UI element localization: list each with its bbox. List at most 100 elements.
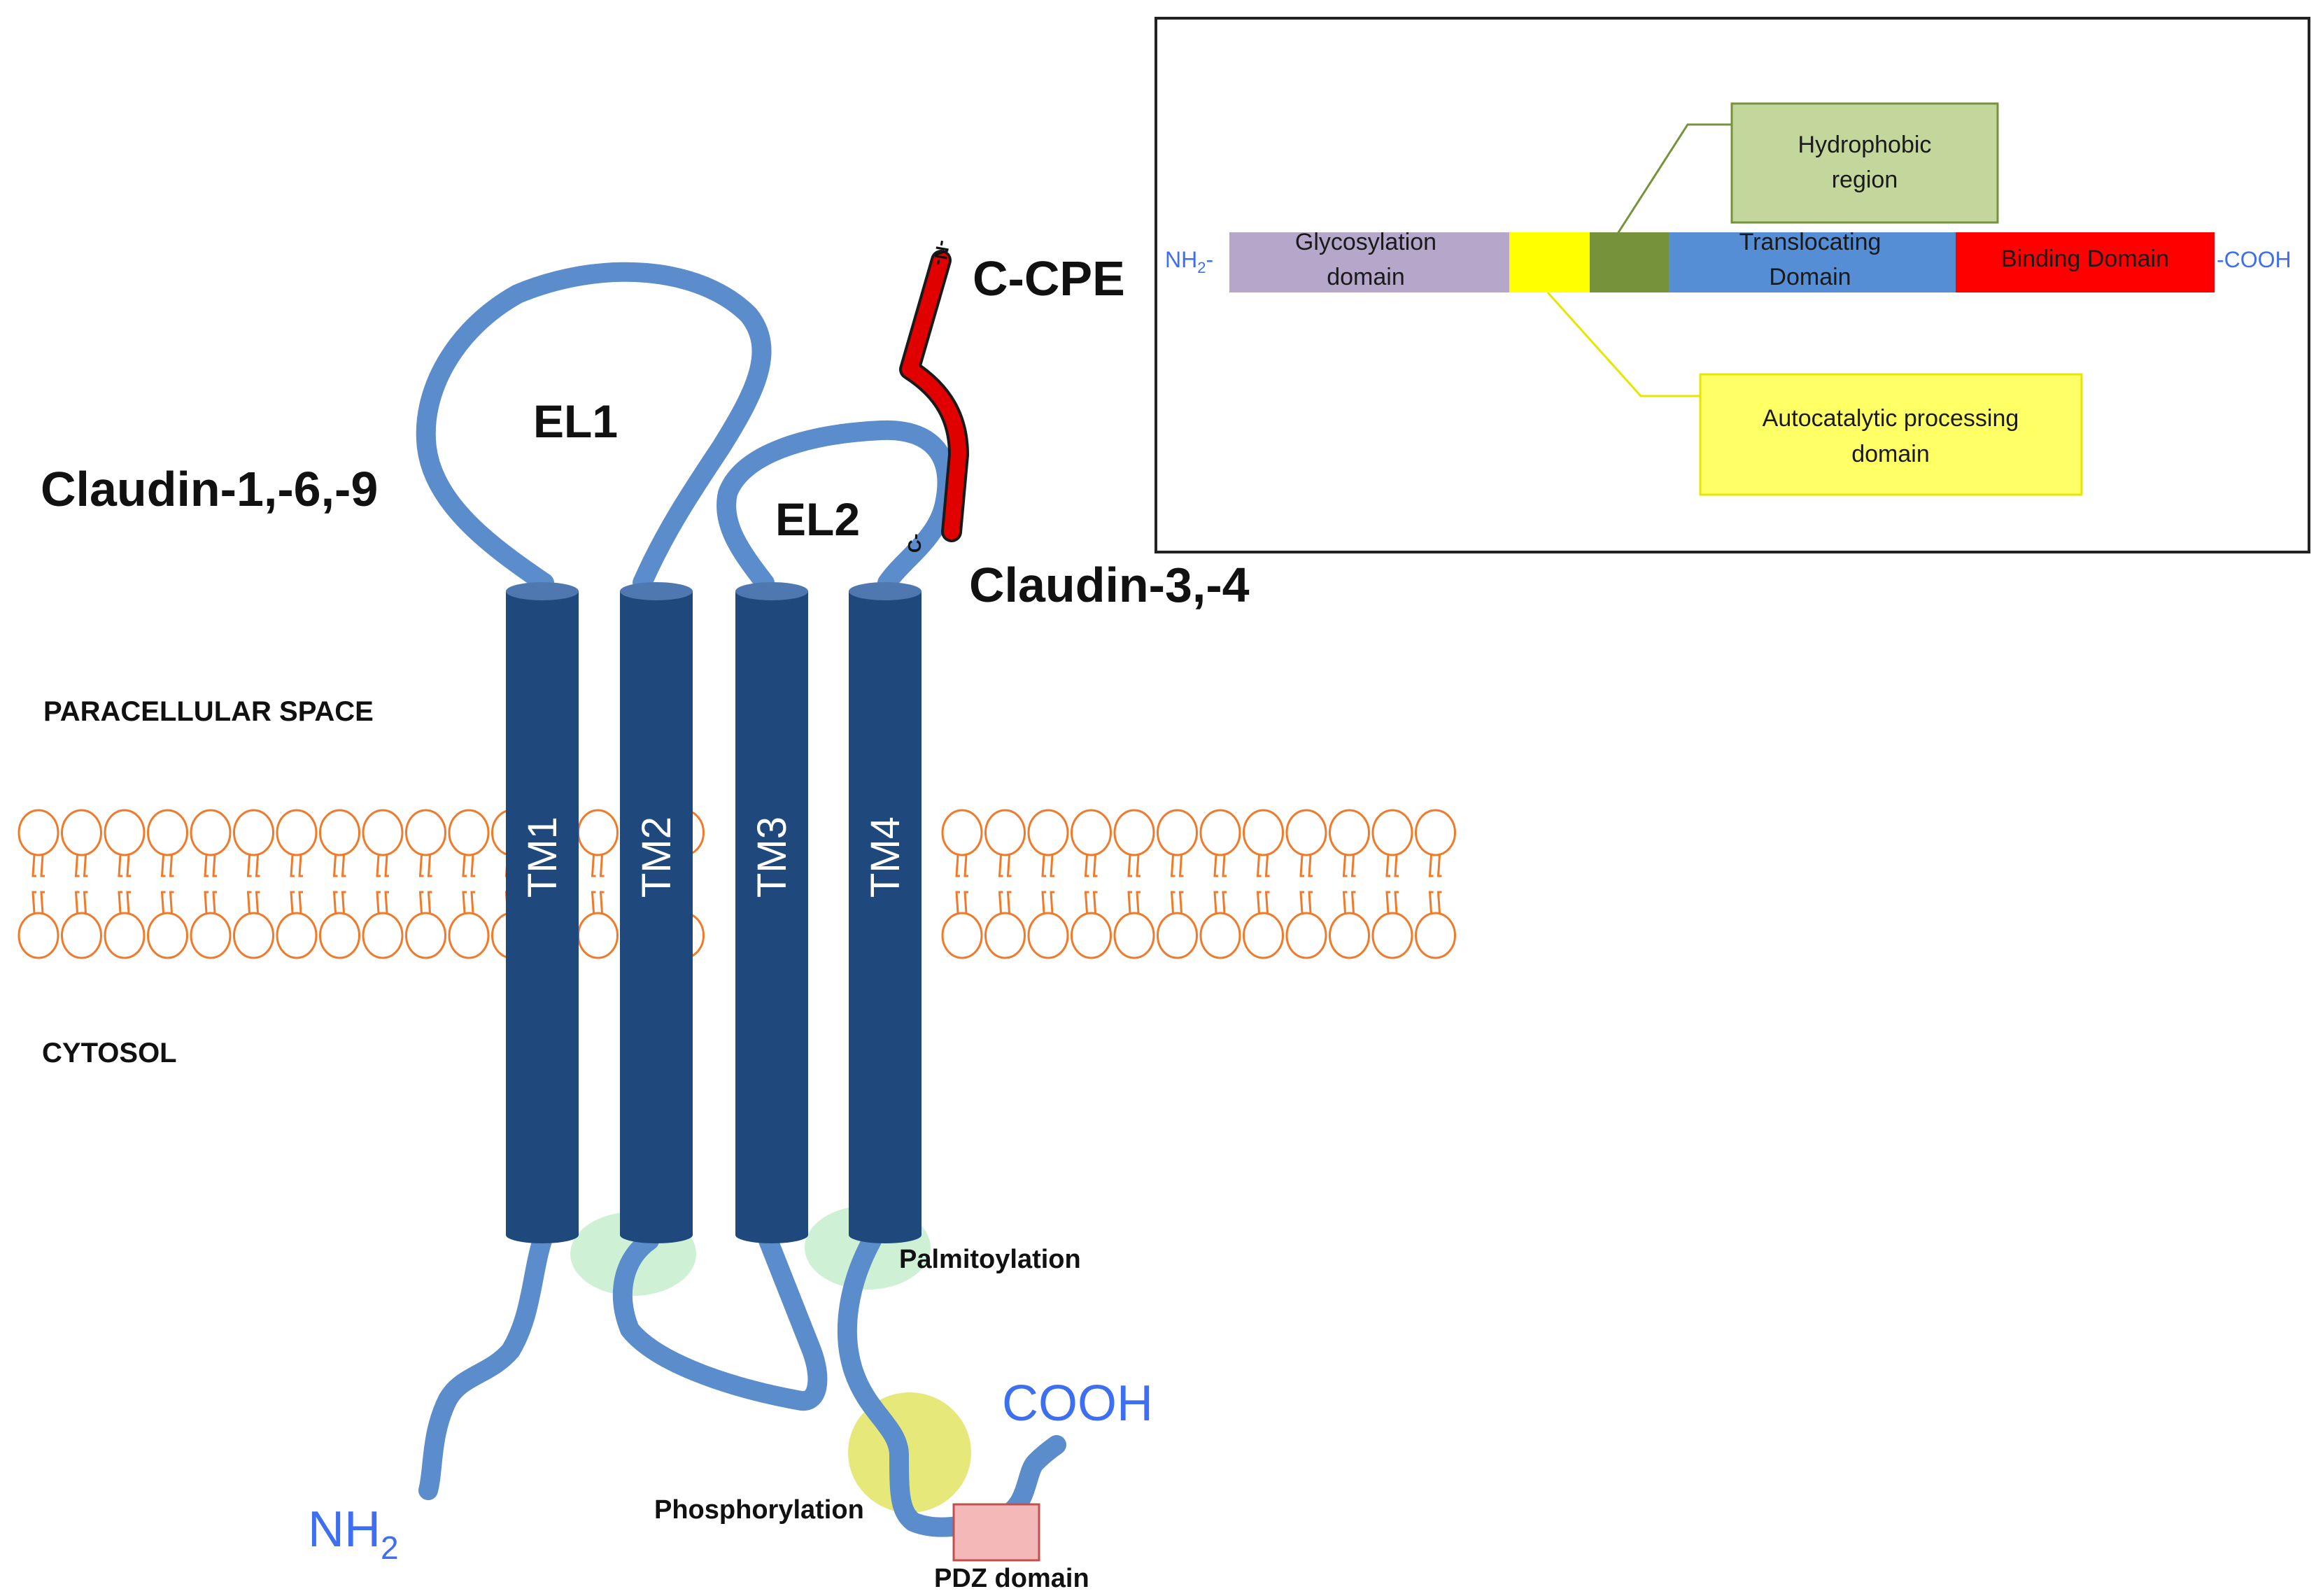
lipid-lower	[104, 891, 146, 959]
inset-nh2-label: NH2-	[1165, 247, 1213, 276]
paracellular-space-label: PARACELLULAR SPACE	[43, 696, 374, 727]
lipid-upper	[1415, 809, 1456, 877]
glycosylation-domain-segment	[1229, 232, 1509, 292]
lipid-upper	[1243, 809, 1284, 877]
cooh-label: COOH	[1002, 1376, 1153, 1432]
c-cpe-n-terminus: -N-	[929, 239, 954, 267]
lipid-lower	[1371, 891, 1413, 959]
lipid-lower	[405, 891, 446, 959]
tm-helix-1: TM1	[506, 582, 579, 1243]
hydrophobic-region-segment	[1590, 232, 1669, 292]
pdz-domain-box	[952, 1503, 1040, 1562]
autocatalytic-leader-line	[1546, 291, 1700, 397]
lipid-lower	[276, 891, 318, 959]
claudin-1-6-9-label: Claudin-1,-6,-9	[41, 462, 378, 516]
hydrophobic-region-callout	[1730, 102, 1999, 224]
tm-label-3: TM3	[749, 817, 795, 898]
lipid-upper	[17, 809, 59, 877]
lipid-upper	[190, 809, 232, 877]
lipid-lower	[1285, 891, 1327, 959]
lipid-lower	[1415, 891, 1456, 959]
transmembrane-helices: TM1 TM2 TM3 TM4	[506, 582, 922, 1243]
lipid-lower	[61, 891, 102, 959]
lipid-lower	[448, 891, 490, 959]
lipid-upper	[276, 809, 318, 877]
lipid-lower	[941, 891, 983, 959]
translocating-domain-segment	[1669, 232, 1956, 292]
c-cpe-domain-inset: Hydrophobic region Autocatalytic process…	[1155, 17, 2310, 553]
lipid-upper	[104, 809, 146, 877]
lipid-lower	[1329, 891, 1370, 959]
autocatalytic-callout-line2: domain	[1851, 441, 1930, 467]
inset-cooh-label: -COOH	[2217, 247, 2292, 272]
lipid-upper	[984, 809, 1026, 877]
translocating-label-line1: Translocating	[1739, 229, 1881, 255]
lipid-upper	[448, 809, 490, 877]
hydrophobic-callout-line1: Hydrophobic	[1798, 132, 1932, 158]
c-cpe-c-terminus: C-	[904, 534, 925, 553]
lipid-lower	[1199, 891, 1241, 959]
claudin-3-4-label: Claudin-3,-4	[969, 558, 1250, 612]
lipid-upper	[1027, 809, 1069, 877]
lipid-upper	[61, 809, 102, 877]
lipid-upper	[319, 809, 360, 877]
lipid-lower	[147, 891, 188, 959]
c-cpe-label: C-CPE	[973, 251, 1125, 306]
tm-helix-4: TM4	[849, 582, 922, 1243]
lipid-lower	[362, 891, 404, 959]
lipid-lower	[1113, 891, 1155, 959]
binding-domain-segment	[1956, 232, 2215, 292]
lipid-upper	[1157, 809, 1198, 877]
pdz-domain-label: PDZ domain	[934, 1564, 1089, 1593]
hydrophobic-leader-line	[1614, 123, 1732, 239]
lipid-upper	[233, 809, 274, 877]
tm-label-2: TM2	[634, 817, 679, 898]
tm-label-1: TM1	[520, 817, 565, 898]
autocatalytic-callout-line1: Autocatalytic processing	[1763, 405, 2019, 432]
lipid-upper	[1371, 809, 1413, 877]
el2-label: EL2	[775, 493, 860, 545]
lipid-lower	[233, 891, 274, 959]
el1-label: EL1	[533, 395, 618, 447]
lipid-lower	[1071, 891, 1112, 959]
lipid-upper	[1199, 809, 1241, 877]
lipid-upper	[405, 809, 446, 877]
lipid-lower	[319, 891, 360, 959]
translocating-label-line2: Domain	[1769, 264, 1851, 290]
autocatalytic-domain-segment	[1509, 232, 1590, 292]
lipid-lower	[1027, 891, 1069, 959]
lipid-upper	[1285, 809, 1327, 877]
tm-helix-3: TM3	[735, 582, 808, 1243]
binding-domain-label: Binding Domain	[2001, 246, 2169, 272]
lipid-lower	[1157, 891, 1198, 959]
cytosol-label: CYTOSOL	[42, 1038, 177, 1068]
n-terminus-tail	[418, 1231, 552, 1500]
lipid-upper	[1329, 809, 1370, 877]
autocatalytic-callout	[1699, 373, 2083, 496]
glycosylation-label-line2: domain	[1327, 264, 1405, 290]
lipid-upper	[362, 809, 404, 877]
el1-loop	[416, 262, 772, 593]
c-cpe-fragment-fill	[902, 253, 966, 539]
lipid-upper	[941, 809, 983, 877]
palmitoylation-label: Palmitoylation	[899, 1245, 1081, 1274]
glycosylation-label-line1: Glycosylation	[1295, 229, 1436, 255]
el2-loop	[716, 420, 957, 593]
lipid-lower	[17, 891, 59, 959]
lipid-upper	[577, 809, 619, 877]
lipid-upper	[1113, 809, 1155, 877]
intracellular-loop	[613, 1231, 828, 1411]
hydrophobic-callout-line2: region	[1832, 167, 1898, 193]
lipid-lower	[190, 891, 232, 959]
phosphorylation-label: Phosphorylation	[654, 1495, 864, 1525]
lipid-lower	[1243, 891, 1284, 959]
tm-label-4: TM4	[863, 817, 908, 898]
c-terminus-tail	[837, 1231, 1066, 1537]
lipid-upper	[147, 809, 188, 877]
tm-helix-2: TM2	[620, 582, 693, 1243]
lipid-upper	[1071, 809, 1112, 877]
nh2-label: NH2	[308, 1502, 399, 1566]
lipid-lower	[577, 891, 619, 959]
lipid-lower	[984, 891, 1026, 959]
